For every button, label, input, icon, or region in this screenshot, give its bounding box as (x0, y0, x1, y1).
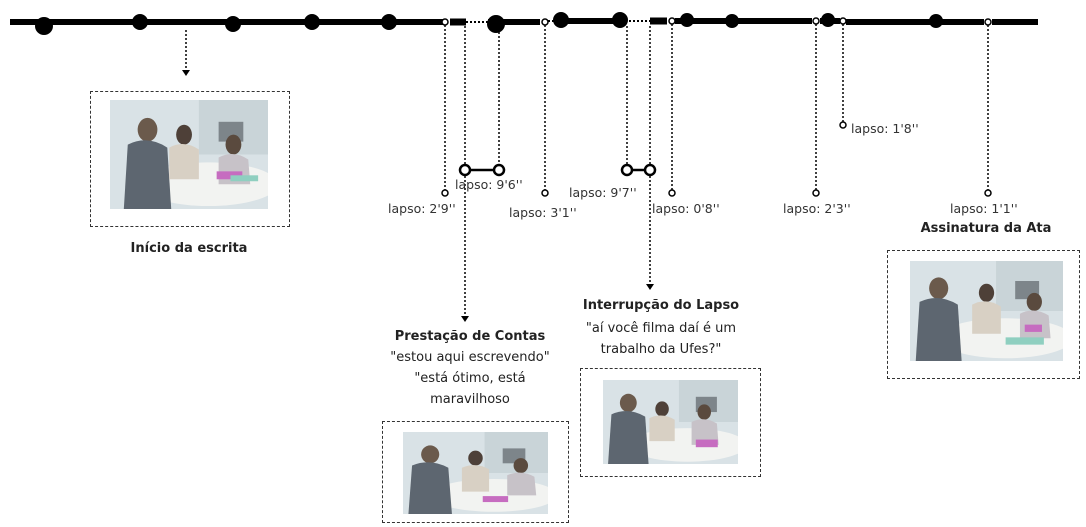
arrow-down-icon (461, 316, 469, 322)
classroom-photo (403, 432, 548, 514)
dotted-connectors (185, 24, 989, 316)
event-dot (487, 15, 505, 33)
event-dot (35, 17, 53, 35)
quote-line: "aí você filma daí é um (585, 321, 737, 336)
classroom-photo (910, 261, 1063, 361)
event-title: Assinatura da Ata (920, 221, 1052, 236)
lapse-dumbbells (458, 163, 657, 177)
event-photo-frame (382, 421, 569, 523)
event-dot (381, 14, 397, 30)
quote-line: trabalho da Ufes?" (600, 342, 722, 357)
event-photo-frame (580, 368, 761, 477)
event-dot (553, 12, 569, 28)
event-dot (612, 12, 628, 28)
lapse-label: lapso: 9'6'' (455, 177, 523, 192)
arrow-down-icon (182, 70, 190, 76)
timeline-line (10, 17, 1038, 26)
event-dot (725, 14, 739, 28)
arrowheads (182, 70, 654, 322)
lapse-label: lapso: 2'3'' (783, 201, 851, 216)
quote-line: "estou aqui escrevendo" (390, 350, 550, 365)
event-quote: "aí você filma daí é um trabalho da Ufes… (541, 318, 781, 360)
event-dot (929, 14, 943, 28)
arrow-down-icon (646, 284, 654, 290)
event-title: Interrupção do Lapso (582, 298, 740, 313)
classroom-photo (110, 100, 268, 209)
event-title: Prestação de Contas (394, 329, 546, 344)
event-quote: "estou aqui escrevendo" "está ótimo, est… (350, 347, 590, 410)
event-dot (132, 14, 148, 30)
event-dot (304, 14, 320, 30)
event-dot (680, 13, 694, 27)
event-photo-frame (887, 250, 1080, 379)
lapse-label: lapso: 2'9'' (388, 201, 456, 216)
event-dot (225, 16, 241, 32)
event-title: Início da escrita (130, 241, 248, 256)
lapse-end-markers (441, 121, 992, 197)
event-photo-frame (90, 91, 290, 227)
quote-line: maravilhoso (430, 392, 510, 407)
quote-line: "está ótimo, está (414, 371, 526, 386)
lapse-label: lapso: 9'7'' (569, 185, 637, 200)
event-dot (821, 13, 835, 27)
lapse-label: lapso: 1'8'' (851, 121, 919, 136)
lapse-label: lapso: 0'8'' (652, 201, 720, 216)
classroom-photo (603, 380, 738, 464)
lapse-label: lapso: 1'1'' (950, 201, 1018, 216)
lapse-label: lapso: 3'1'' (509, 205, 577, 220)
timeline-event-dots (35, 12, 943, 35)
